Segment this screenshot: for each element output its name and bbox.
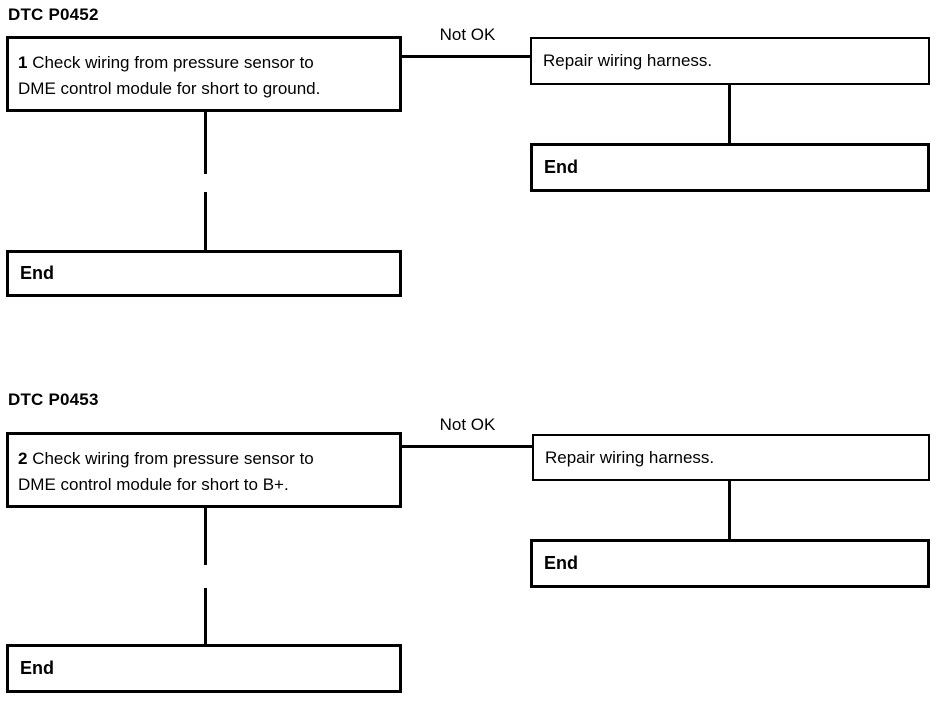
step-to-end-line-upper-1 xyxy=(204,112,207,174)
step-to-end-line-upper-2 xyxy=(204,508,207,565)
step-2-line-1: 2 Check wiring from pressure sensor to xyxy=(18,446,390,472)
repair-end-box-1: End xyxy=(530,143,930,192)
repair-end-box-2: End xyxy=(530,539,930,588)
repair-to-end-line-1 xyxy=(728,85,731,143)
main-end-label-2: End xyxy=(20,658,54,678)
repair-box-1: Repair wiring harness. xyxy=(530,37,930,85)
repair-box-2: Repair wiring harness. xyxy=(532,434,930,481)
main-end-box-1: End xyxy=(6,250,402,297)
step-1-task-box: 1 Check wiring from pressure sensor to D… xyxy=(6,36,402,112)
step-1-number: 1 xyxy=(18,53,28,72)
step-1-text: Check wiring from pressure sensor to xyxy=(32,53,314,72)
not-ok-label-2: Not OK xyxy=(439,415,496,434)
step-1-line-2: DME control module for short to ground. xyxy=(18,79,321,98)
dtc-p0452-heading: DTC P0452 xyxy=(8,5,99,24)
step-2-number: 2 xyxy=(18,449,28,468)
step-2-task-box: 2 Check wiring from pressure sensor to D… xyxy=(6,432,402,508)
repair-to-end-line-2 xyxy=(728,481,731,539)
repair-end-label-1: End xyxy=(544,157,578,177)
repair-text-1: Repair wiring harness. xyxy=(543,51,713,70)
main-end-label-1: End xyxy=(20,263,54,283)
repair-end-label-2: End xyxy=(544,553,578,573)
step-2-line-2: DME control module for short to B+. xyxy=(18,475,289,494)
not-ok-branch-line-1 xyxy=(400,55,532,58)
main-end-box-2: End xyxy=(6,644,402,693)
step-to-end-line-lower-2 xyxy=(204,588,207,644)
not-ok-label-1: Not OK xyxy=(439,25,496,44)
step-1-line-1: 1 Check wiring from pressure sensor to xyxy=(18,50,390,76)
repair-text-2: Repair wiring harness. xyxy=(545,447,715,467)
step-2-text: Check wiring from pressure sensor to xyxy=(32,449,314,468)
step-to-end-line-lower-1 xyxy=(204,192,207,250)
dtc-p0453-heading: DTC P0453 xyxy=(8,390,99,409)
not-ok-branch-line-2 xyxy=(400,445,534,448)
